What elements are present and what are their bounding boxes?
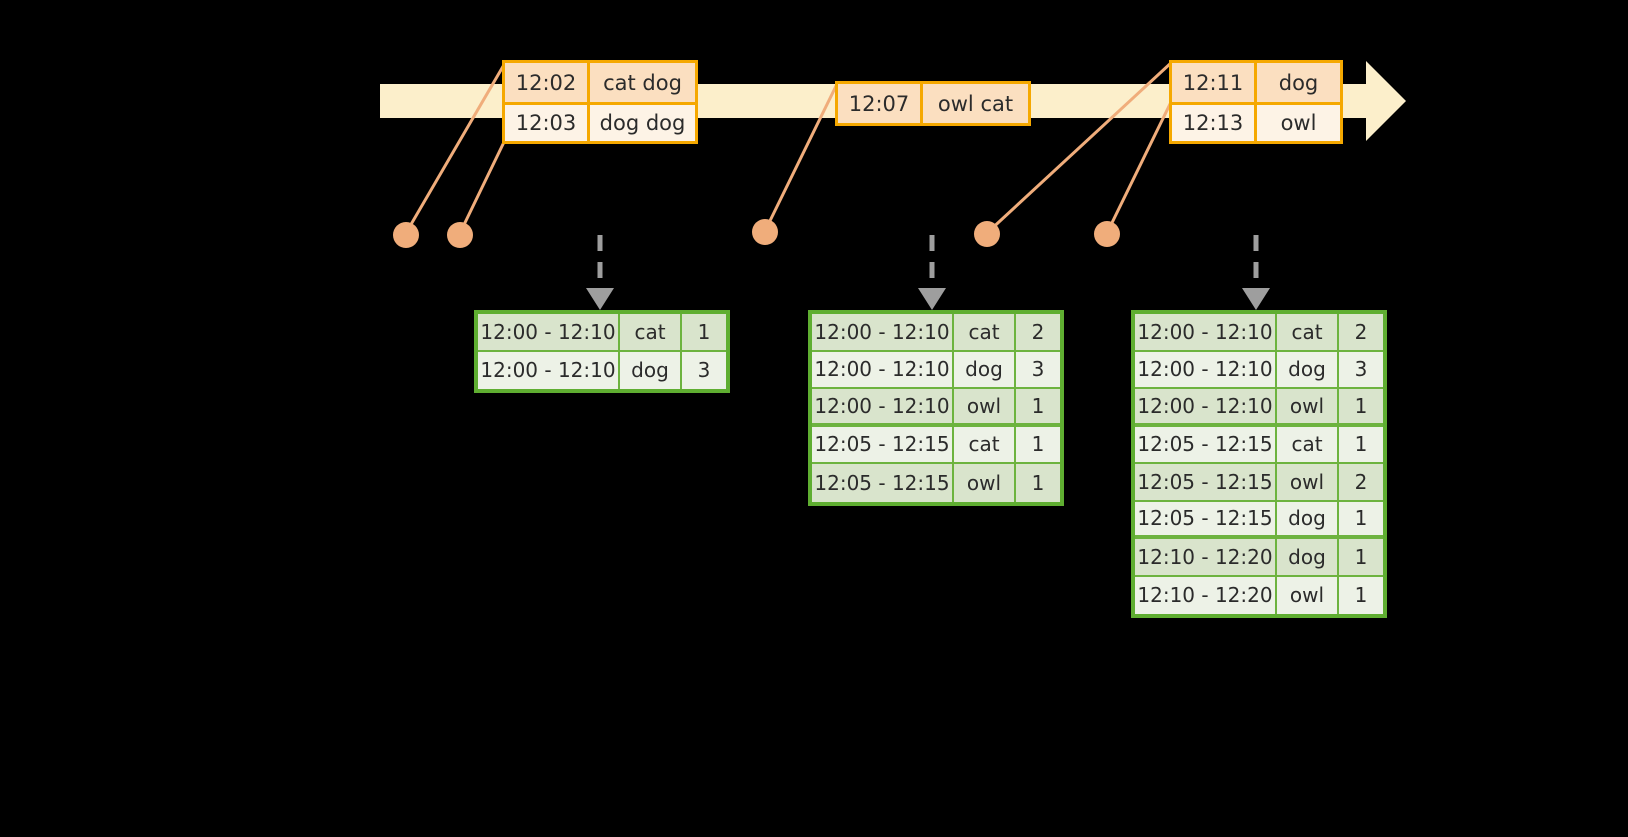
cell-word: cat: [1277, 426, 1339, 464]
cell-count: 2: [1339, 314, 1383, 352]
cell-window: 12:05 - 12:15: [1135, 426, 1277, 464]
cell-word: dog: [620, 351, 682, 389]
cell-count: 3: [1339, 351, 1383, 389]
emit-arrow-heads: [586, 288, 1270, 310]
cell-window: 12:10 - 12:20: [1135, 539, 1277, 577]
cell-count: 1: [1016, 426, 1060, 464]
cell-window: 12:00 - 12:10: [1135, 351, 1277, 389]
cell-window: 12:05 - 12:15: [812, 464, 954, 502]
cell-count: 2: [1016, 314, 1060, 352]
event-marker-2: [447, 222, 473, 248]
cell-count: 1: [682, 314, 726, 352]
cell-count: 1: [1016, 464, 1060, 502]
cell-word: owl: [1277, 464, 1339, 502]
cell-window: 12:00 - 12:10: [812, 351, 954, 389]
cell-count: 3: [682, 351, 726, 389]
cell-window: 12:00 - 12:10: [812, 314, 954, 352]
event-row[interactable]: 12:07 owl cat: [838, 84, 1028, 123]
cell-count: 1: [1339, 539, 1383, 577]
event-time: 12:11: [1172, 63, 1257, 102]
event-words: dog dog: [590, 105, 695, 141]
cell-count: 1: [1016, 389, 1060, 427]
event-marker-5: [1094, 221, 1120, 247]
event-row[interactable]: 12:02 cat dog: [505, 63, 695, 102]
cell-word: cat: [1277, 314, 1339, 352]
cell-window: 12:00 - 12:10: [812, 389, 954, 427]
timeline-arrow-neck: [1350, 84, 1376, 118]
cell-count: 3: [1016, 351, 1060, 389]
event-words: owl cat: [923, 84, 1028, 123]
event-time: 12:13: [1172, 105, 1257, 141]
event-marker-3: [752, 219, 778, 245]
cell-word: cat: [620, 314, 682, 352]
cell-window: 12:05 - 12:15: [1135, 464, 1277, 502]
connector-line-5: [1105, 99, 1174, 234]
connector-line-2: [458, 139, 507, 234]
cell-window: 12:00 - 12:10: [1135, 389, 1277, 427]
cell-word: owl: [1277, 576, 1339, 614]
cell-word: owl: [1277, 389, 1339, 427]
cell-word: dog: [1277, 501, 1339, 539]
event-time: 12:02: [505, 63, 590, 102]
emit-arrows: [597, 235, 1259, 288]
event-group-2[interactable]: 12:07 owl cat: [835, 81, 1031, 126]
event-group-3[interactable]: 12:11 dog 12:13 owl: [1169, 60, 1343, 144]
cell-count: 2: [1339, 464, 1383, 502]
cell-word: owl: [954, 389, 1016, 427]
event-words: owl: [1257, 105, 1340, 141]
event-marker-1: [393, 222, 419, 248]
cell-word: cat: [954, 314, 1016, 352]
cell-word: dog: [954, 351, 1016, 389]
emit-arrow-head-icon-2: [918, 288, 946, 310]
event-words: cat dog: [590, 63, 695, 102]
event-row[interactable]: 12:03 dog dog: [505, 102, 695, 141]
cell-window: 12:05 - 12:15: [812, 426, 954, 464]
cell-window: 12:10 - 12:20: [1135, 576, 1277, 614]
event-time: 12:03: [505, 105, 590, 141]
cell-word: dog: [1277, 351, 1339, 389]
cell-count: 1: [1339, 501, 1383, 539]
connector-line-1: [404, 62, 507, 234]
cell-window: 12:00 - 12:10: [478, 314, 620, 352]
emit-arrow-head-icon-1: [586, 288, 614, 310]
event-time: 12:07: [838, 84, 923, 123]
cell-word: owl: [954, 464, 1016, 502]
event-marker-4: [974, 221, 1000, 247]
event-row[interactable]: 12:13 owl: [1172, 102, 1340, 141]
cell-word: cat: [954, 426, 1016, 464]
connector-line-3: [763, 81, 840, 232]
cell-window: 12:05 - 12:15: [1135, 501, 1277, 539]
event-words: dog: [1257, 63, 1340, 102]
cell-word: dog: [1277, 539, 1339, 577]
cell-count: 1: [1339, 389, 1383, 427]
event-row[interactable]: 12:11 dog: [1172, 63, 1340, 102]
cell-window: 12:00 - 12:10: [1135, 314, 1277, 352]
emit-arrow-head-icon-3: [1242, 288, 1270, 310]
timeline-arrow-head-icon: [1366, 61, 1406, 141]
marker-dots: [393, 219, 1120, 248]
cell-window: 12:00 - 12:10: [478, 351, 620, 389]
cell-count: 1: [1339, 576, 1383, 614]
cell-count: 1: [1339, 426, 1383, 464]
event-group-1[interactable]: 12:02 cat dog 12:03 dog dog: [502, 60, 698, 144]
